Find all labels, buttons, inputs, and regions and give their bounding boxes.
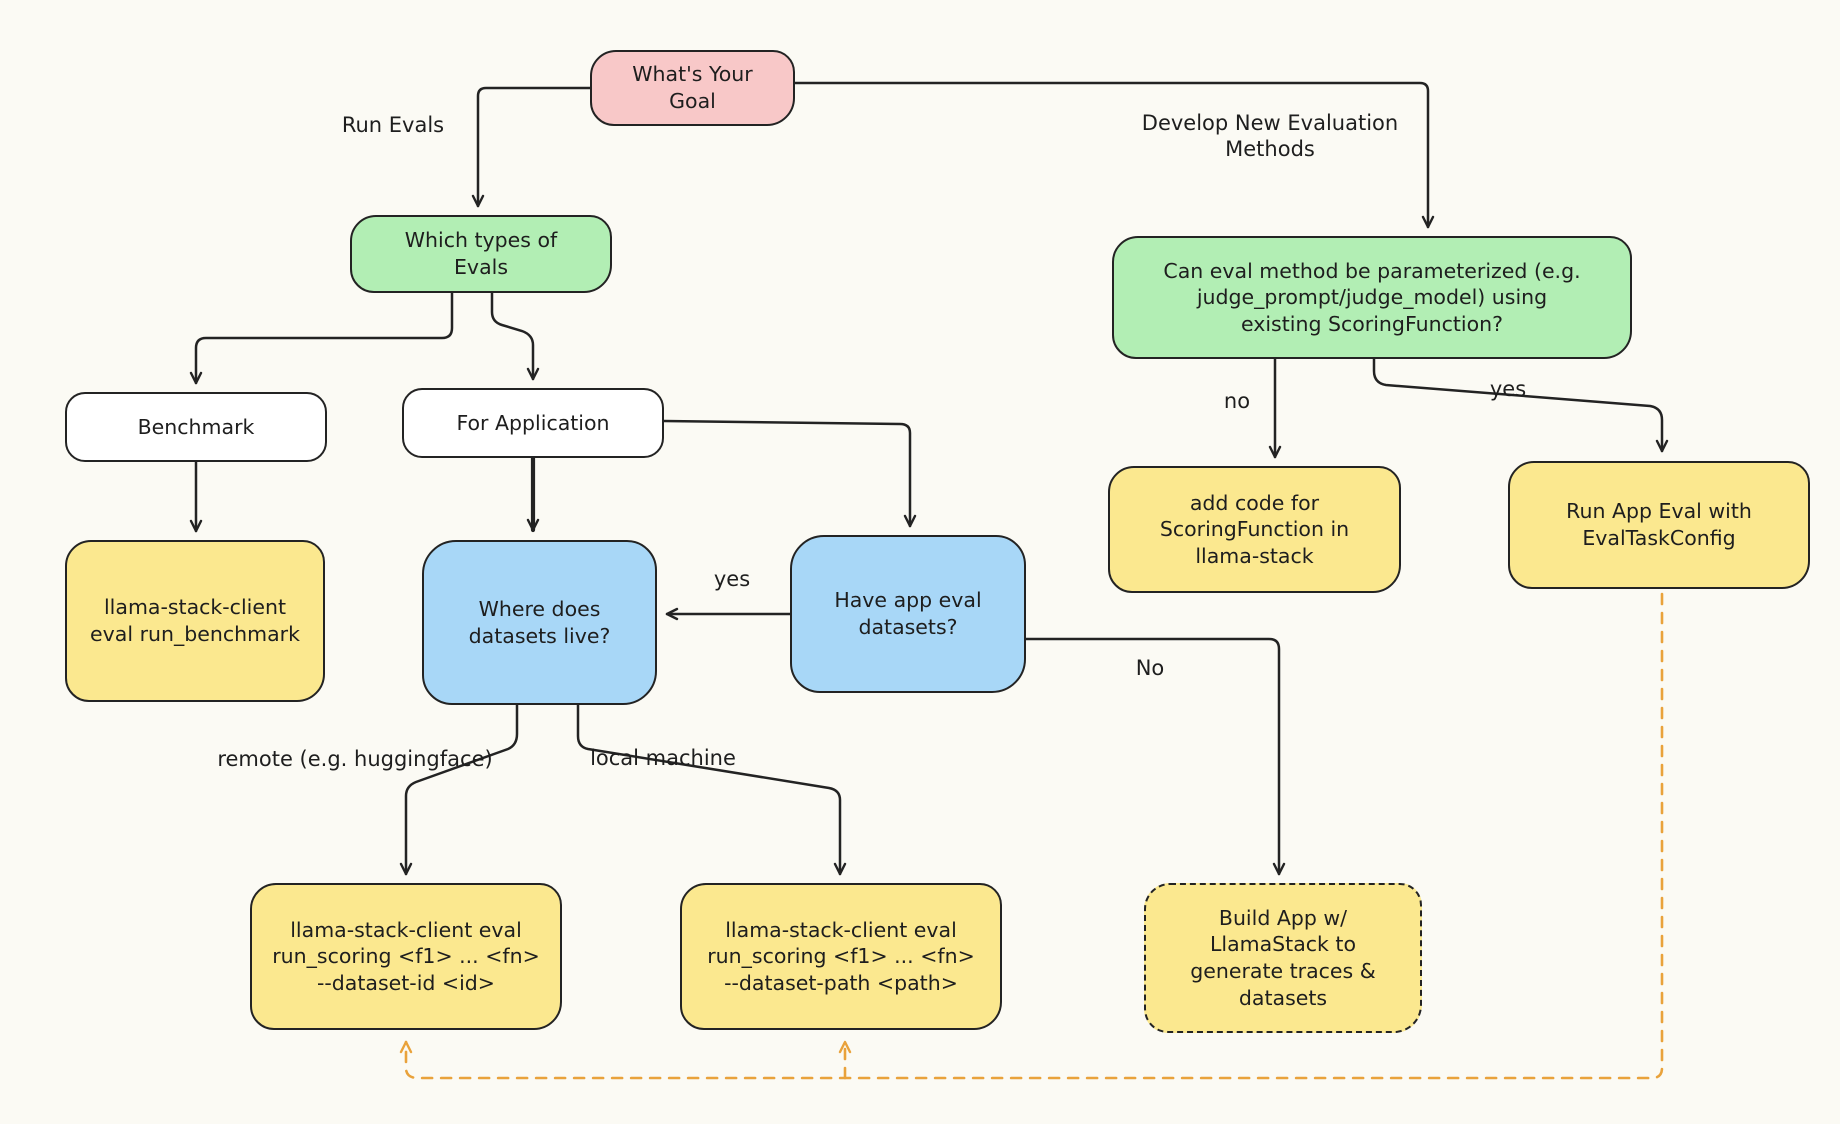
node-add-code-scoring-function: add code for ScoringFunction in llama-st… [1108,466,1401,593]
edge-goal-to-which-types [471,86,592,208]
edge-label-yes-param: yes [1489,377,1527,401]
edge-label-remote-huggingface: remote (e.g. huggingface) [217,747,493,771]
edge-which-types-to-benchmark [189,291,454,385]
edge-where-datasets-to-run-scoring-path [576,703,847,876]
edge-label-no-param: no [1223,389,1251,413]
edge-can-param-to-run-app-eval [1372,357,1669,453]
node-build-app-with-llamastack: Build App w/ LlamaStack to generate trac… [1144,883,1422,1033]
edge-which-types-to-for-application [490,291,540,381]
edge-label-local-machine: local machine [590,746,736,770]
node-where-does-datasets-live: Where does datasets live? [422,540,657,705]
node-run-benchmark-command: llama-stack-client eval run_benchmark [65,540,325,702]
edge-label-no-have-datasets: No [1135,656,1165,680]
node-have-app-eval-datasets: Have app eval datasets? [790,535,1026,693]
node-run-scoring-dataset-path: llama-stack-client eval run_scoring <f1>… [680,883,1002,1030]
node-run-scoring-dataset-id: llama-stack-client eval run_scoring <f1>… [250,883,562,1030]
edge-label-develop-new-evaluation-methods: Develop New Evaluation Methods [1141,111,1399,162]
node-whats-your-goal: What's Your Goal [590,50,795,126]
edge-for-application-to-have-datasets [662,419,917,528]
edge-label-run-evals: Run Evals [341,113,445,137]
edge-where-datasets-to-run-scoring-id [399,703,519,876]
node-can-eval-method-be-parameterized: Can eval method be parameterized (e.g. j… [1112,236,1632,359]
node-which-types-of-evals: Which types of Evals [350,215,612,293]
node-benchmark: Benchmark [65,392,327,462]
edge-label-yes-have-datasets: yes [713,567,751,591]
node-run-app-eval-with-evaltaskconfig: Run App Eval with EvalTaskConfig [1508,461,1810,589]
edge-feedback-loop-main [399,592,1664,1080]
edge-have-datasets-to-build-app [1024,637,1286,876]
edge-goal-to-can-param [793,81,1435,229]
node-for-application: For Application [402,388,664,458]
